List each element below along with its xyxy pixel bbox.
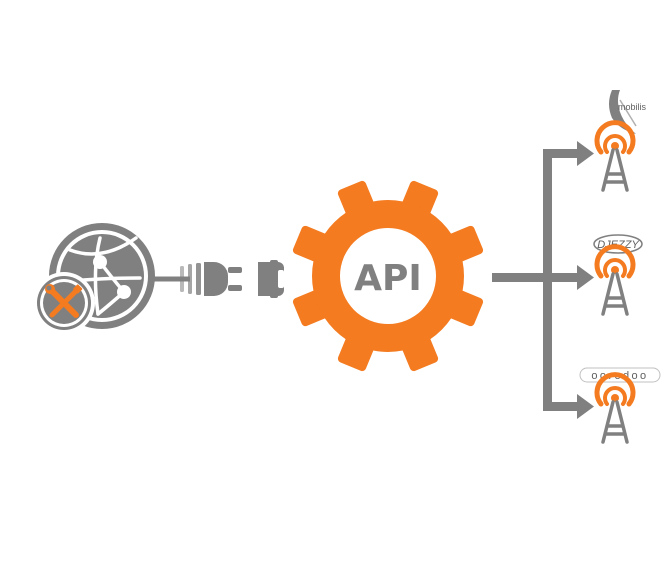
mobilis-logo: mobilis	[609, 90, 647, 134]
tower-part	[594, 372, 636, 407]
tools-icon	[33, 272, 95, 334]
tower-part	[594, 244, 636, 279]
tower-part	[601, 148, 629, 192]
antenna-tower-icon	[594, 120, 636, 192]
antenna-tower-icon	[594, 372, 636, 444]
tower-part	[603, 258, 627, 278]
plug-connector-icon	[154, 260, 284, 298]
tower-part	[611, 266, 619, 274]
api-gear-icon	[292, 180, 484, 372]
operator-mobilis: mobilis	[594, 90, 647, 192]
tower-part	[601, 400, 629, 444]
tower-part	[611, 142, 619, 150]
operator-ooredoo: ooredoo	[579, 367, 661, 444]
tower-part	[603, 386, 627, 406]
api-label: API	[354, 258, 422, 299]
tower-part	[594, 120, 636, 155]
tower-part	[611, 394, 619, 402]
distribution-arrows	[492, 141, 594, 419]
tower-part	[603, 134, 627, 154]
operator-djezzy: DJEZZY	[593, 234, 643, 316]
mobilis-label: mobilis	[618, 102, 647, 112]
antenna-tower-icon	[594, 244, 636, 316]
tower-part	[601, 272, 629, 316]
